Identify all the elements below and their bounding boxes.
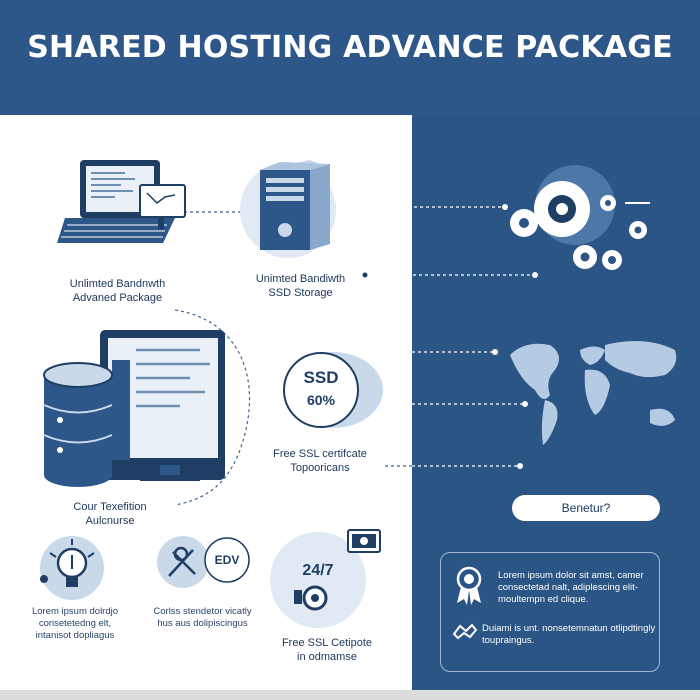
info-text-secondary: Duiami is unt. nonsetemnatun otlipdtingl… [482,623,656,646]
gears-icon [510,165,650,270]
server-icon [240,160,336,258]
info-box [440,552,660,672]
world-map-icon [510,341,677,445]
award-ribbon-icon [456,566,482,605]
page-title: SHARED HOSTING ADVANCE PACKAGE [27,30,673,65]
settings-icon [157,536,250,588]
ssd-badge-bg [283,352,383,428]
database-icon [43,330,225,487]
support-badge-title: 24/7 [302,562,334,579]
benefit-button[interactable]: Benetur? [512,495,660,521]
info-text-primary: Lorem ipsum dolor sit amst, camer consec… [498,570,644,605]
ssd-badge-value: 60% [306,392,336,408]
laptop-label: Unlimted Bandnwth Advaned Package [69,278,166,304]
header-banner [0,0,700,115]
ssl-label: Free SSL certifcate Topooricans [273,448,367,474]
edv-badge: EDV [214,553,240,567]
bulb-text: Lorem ipsum dolrdjo consetetedng elt, in… [31,606,119,641]
database-label: Cour Texefition Aulcnurse [73,501,147,527]
ssd-badge-title: SSD [303,368,339,387]
handshake-icon [452,623,478,640]
edv-text: Corlss stendetor vicatly hus aus dolipis… [153,606,252,629]
lightbulb-icon [40,536,104,600]
footer-strip [0,690,700,700]
support-badge-bg [270,529,381,628]
server-label: Unimted Bandiwth SSD Storage [255,273,346,299]
laptop-icon [57,160,186,243]
support-label: Free SSL Cetipote in odmamse [281,637,373,663]
